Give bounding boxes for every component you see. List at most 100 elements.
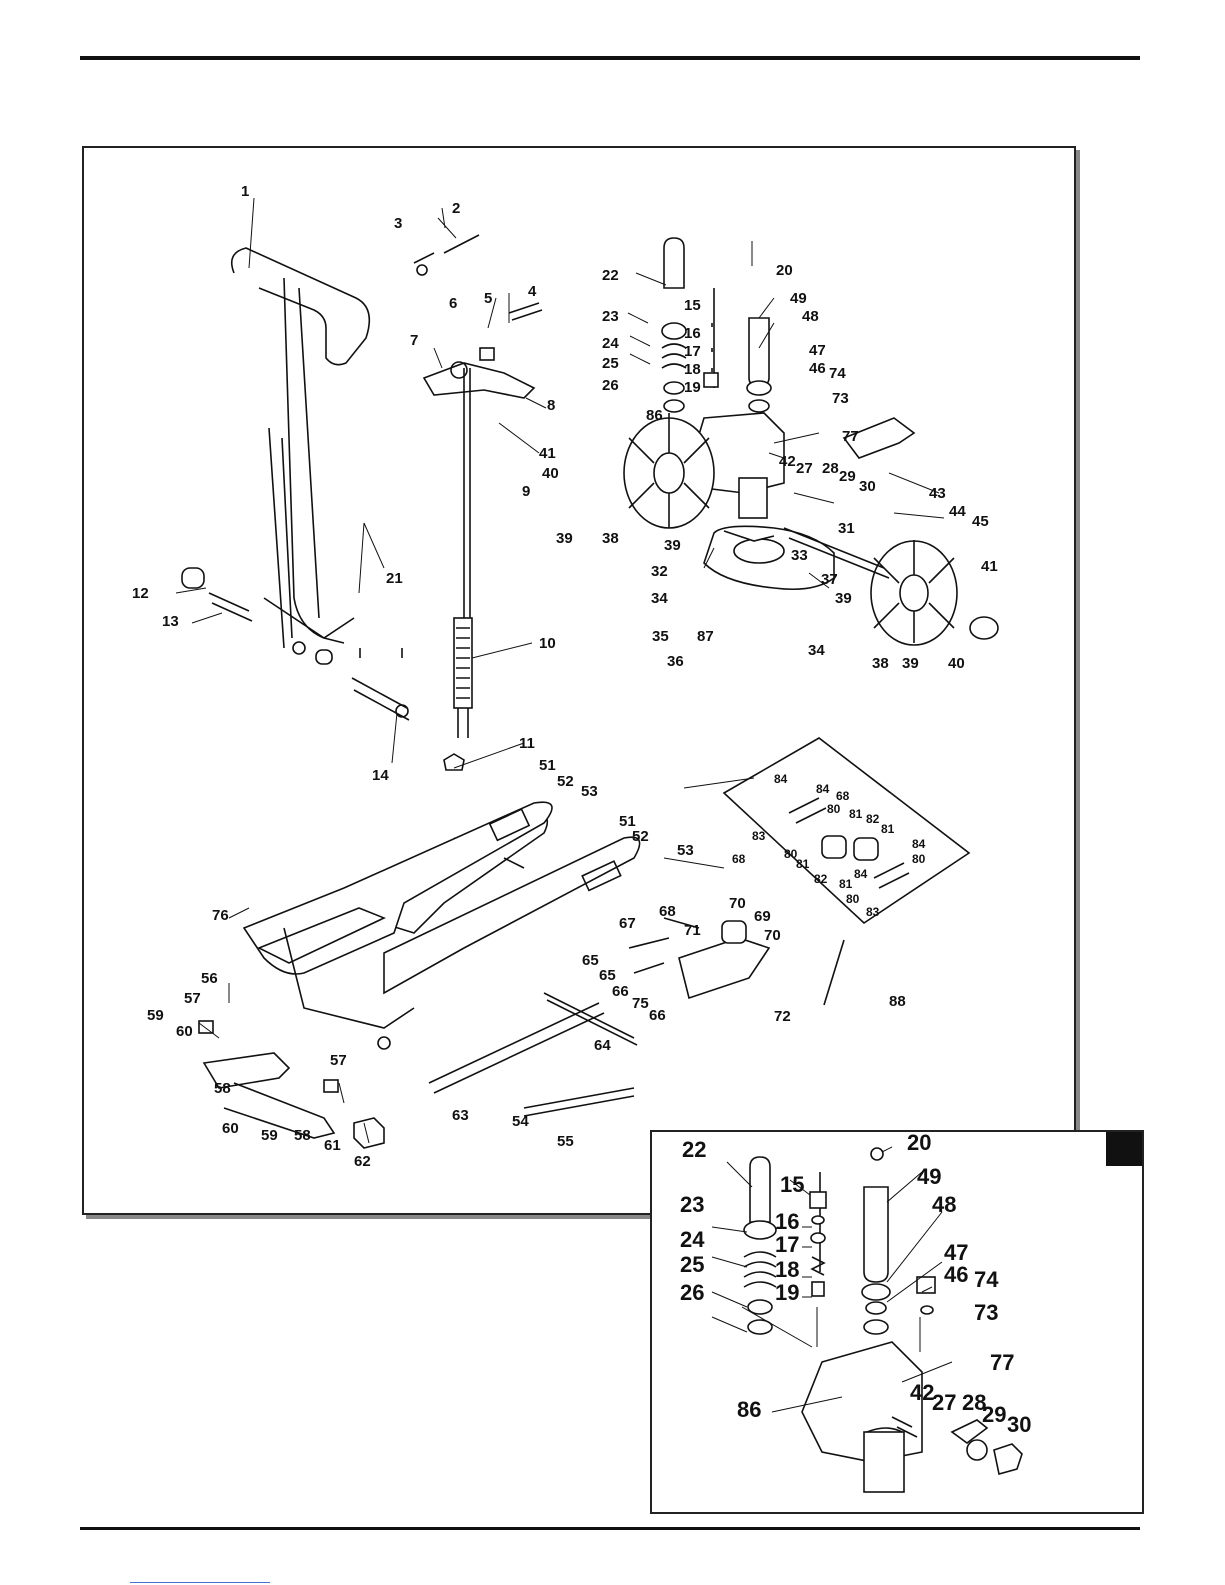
inset-label-46: 46 (944, 1262, 968, 1287)
label-14: 14 (372, 767, 389, 784)
label-24: 24 (602, 335, 619, 352)
inset-label-73: 73 (974, 1300, 998, 1325)
label-39-a: 39 (556, 530, 573, 547)
label-65-a: 65 (582, 952, 599, 969)
inset-part-labels: 22 15 20 49 48 23 16 17 24 25 18 19 26 4… (680, 1130, 1031, 1437)
label-27: 27 (796, 460, 813, 477)
label-73: 73 (832, 390, 849, 407)
inset-label-30: 30 (1007, 1412, 1031, 1437)
label-66-b: 66 (649, 1007, 666, 1024)
label-69: 69 (754, 908, 771, 925)
label-40-left: 40 (542, 465, 559, 482)
kit-label-81-c: 81 (796, 857, 810, 871)
inset-label-47: 47 (944, 1240, 968, 1265)
label-11: 11 (519, 735, 535, 752)
label-4: 4 (528, 283, 537, 300)
pump-detail-diagram: 22 15 20 49 48 23 16 17 24 25 18 19 26 4… (680, 1130, 1031, 1493)
inset-label-28: 28 (962, 1390, 986, 1415)
leader-lines (175, 197, 945, 1144)
inset-label-15: 15 (780, 1172, 804, 1197)
label-16: 16 (684, 325, 701, 342)
label-43: 43 (929, 485, 946, 502)
label-86: 86 (646, 407, 663, 424)
label-54: 54 (512, 1113, 529, 1130)
kit-label-83-b: 83 (866, 905, 880, 919)
top-rule (80, 56, 1140, 60)
label-7: 7 (410, 332, 418, 349)
label-57-left: 57 (184, 990, 201, 1007)
label-47: 47 (809, 342, 826, 359)
label-48: 48 (802, 308, 819, 325)
inset-label-18: 18 (775, 1257, 799, 1282)
kit-label-81-d: 81 (839, 877, 853, 891)
label-60-left: 60 (176, 1023, 193, 1040)
kit-label-82-b: 82 (814, 872, 828, 886)
label-6: 6 (449, 295, 457, 312)
label-51-b: 51 (619, 813, 636, 830)
inset-leader-lines (711, 1146, 953, 1413)
label-32: 32 (651, 563, 668, 580)
label-2: 2 (452, 200, 460, 217)
kit-label-84-c: 84 (912, 837, 926, 851)
label-58-left: 58 (214, 1080, 231, 1097)
label-52-a: 52 (557, 773, 574, 790)
label-49: 49 (790, 290, 807, 307)
kit-label-68-b: 68 (732, 852, 746, 866)
kit-label-80-c: 80 (784, 847, 798, 861)
inset-label-23: 23 (680, 1192, 704, 1217)
inset-label-20: 20 (907, 1132, 931, 1155)
label-8: 8 (547, 397, 555, 414)
inset-label-42: 42 (910, 1380, 934, 1405)
inset-label-17: 17 (775, 1232, 799, 1257)
label-5: 5 (484, 290, 492, 307)
inset-corner-tab (1106, 1132, 1142, 1166)
kit-label-81-b: 81 (881, 822, 895, 836)
label-71: 71 (684, 922, 701, 939)
kit-label-83-a: 83 (752, 829, 766, 843)
handle-assembly (181, 247, 410, 721)
label-67: 67 (619, 915, 636, 932)
label-60-right: 60 (222, 1120, 239, 1137)
label-53-b: 53 (677, 842, 694, 859)
label-38-left: 38 (602, 530, 619, 547)
inset-label-74: 74 (974, 1267, 999, 1292)
control-rod-assembly (413, 234, 543, 771)
fork-frame (242, 801, 641, 1050)
inset-label-25: 25 (680, 1252, 704, 1277)
label-66-a: 66 (612, 983, 629, 1000)
lift-roller-kit (722, 737, 971, 1006)
label-42: 42 (779, 453, 796, 470)
label-64: 64 (594, 1037, 611, 1054)
label-36: 36 (667, 653, 684, 670)
label-58-right: 58 (294, 1127, 311, 1144)
bottom-rule (80, 1527, 1140, 1530)
inset-label-24: 24 (680, 1227, 705, 1252)
label-13: 13 (162, 613, 179, 630)
kit-label-84-b: 84 (816, 782, 830, 796)
exploded-diagram: 1 2 3 4 5 6 7 8 9 10 11 12 13 14 15 16 1… (132, 183, 999, 1170)
inset-label-27: 27 (932, 1390, 956, 1415)
label-37: 37 (821, 571, 838, 588)
kit-label-81-a: 81 (849, 807, 863, 821)
label-38-right: 38 (872, 655, 889, 672)
label-39-c: 39 (835, 590, 852, 607)
label-75: 75 (632, 995, 649, 1012)
label-28: 28 (822, 460, 839, 477)
label-21: 21 (386, 570, 403, 587)
label-72: 72 (774, 1008, 791, 1025)
label-68: 68 (659, 903, 676, 920)
label-30: 30 (859, 478, 876, 495)
inset-label-16: 16 (775, 1209, 799, 1234)
inset-label-22: 22 (682, 1137, 706, 1162)
label-65-b: 65 (599, 967, 616, 984)
label-3: 3 (394, 215, 402, 232)
label-62: 62 (354, 1153, 371, 1170)
label-77: 77 (842, 428, 859, 445)
label-17: 17 (684, 343, 701, 360)
label-12: 12 (132, 585, 149, 602)
inset-label-48: 48 (932, 1192, 956, 1217)
inset-pump-parts (743, 1147, 1023, 1493)
label-76: 76 (212, 907, 229, 924)
label-46: 46 (809, 360, 826, 377)
label-59-left: 59 (147, 1007, 164, 1024)
